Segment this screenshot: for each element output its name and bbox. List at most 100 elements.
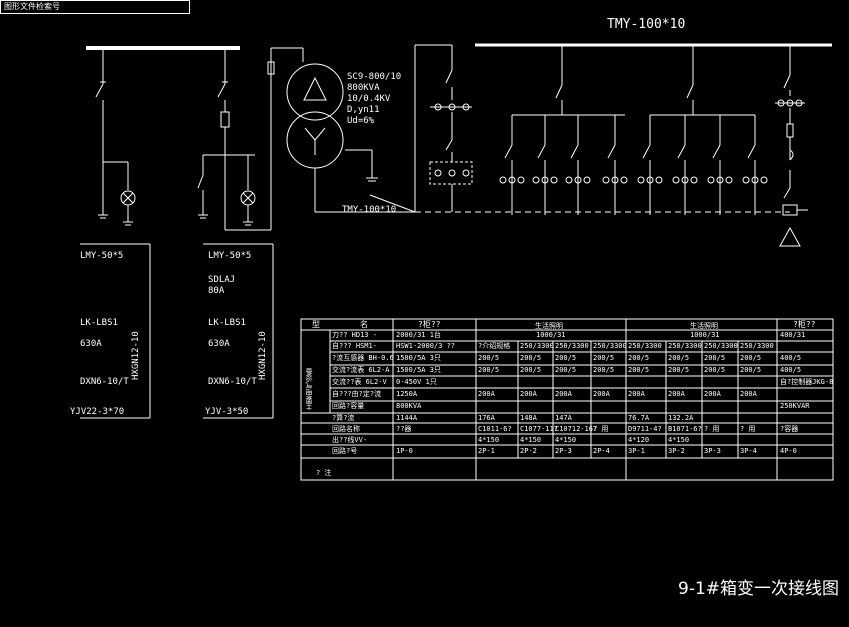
table-cell: 250/3300 (593, 342, 627, 350)
hv2-cabinet: HXGN12-10 (258, 331, 268, 380)
table-row-label: ? 注 (316, 469, 332, 477)
table-row-label: 刀?? HD13 - (332, 331, 377, 339)
table-cell-last: ?容器 (780, 425, 799, 433)
branch-6 (672, 115, 698, 215)
branch-5 (637, 115, 663, 215)
table-cell-main: 1500/5A 3只 (396, 366, 441, 374)
table-cell: 200/5 (520, 354, 542, 362)
branch-7 (707, 115, 733, 215)
table-cell-group2: 1000/31 (690, 331, 720, 339)
table-cell: 132.2A (668, 414, 694, 422)
table-cell: 200A (478, 390, 495, 398)
table-cell-group1: 1000/31 (536, 331, 566, 339)
table-cell-main: HSW1-2000/3 ?? (396, 342, 456, 350)
table-cell: 200/5 (478, 366, 500, 374)
table-cell: 3P-1 (628, 447, 645, 455)
table-cell: 200A (704, 390, 721, 398)
table-cell-last: 400/31 (780, 331, 806, 339)
table-cell: 2P-4 (593, 447, 610, 455)
hv-feeder-1 (95, 48, 136, 226)
table-cell: ? 用 (704, 425, 720, 433)
table-cell: 2P-2 (520, 447, 537, 455)
table-cell-main: 1250A (396, 390, 418, 398)
table-cell: 147A (555, 414, 572, 422)
hv-feeder-2 (197, 48, 271, 231)
table-cell: 200A (668, 390, 685, 398)
hv2-cable: LMY-50*5 (208, 251, 252, 261)
hv2-feeder: YJV-3*50 (205, 407, 249, 417)
table-row-label: 自???由?定?流 (332, 390, 382, 398)
branch-4 (602, 115, 628, 215)
capacitor-feeder (775, 45, 808, 247)
table-cell: 76.7A (628, 414, 650, 422)
table-cell-main: 1500/5A 3只 (396, 354, 441, 362)
table-cell-main: 1P-0 (396, 447, 413, 455)
table-row-label: 自??? HSM1- (332, 342, 377, 350)
table-cell: 200/5 (704, 354, 726, 362)
table-cell: ?介绍规格 (478, 342, 511, 350)
table-cell-last: 自?控制器JKG-8 (780, 378, 834, 386)
hv2-switch: LK-LBS1 (208, 318, 246, 328)
table-cell-last: 400/5 (780, 354, 802, 362)
table-cell: C10712-167 (555, 425, 598, 433)
table-head-group2: 生活照明 (690, 322, 718, 330)
table-head-name: 型 (312, 320, 320, 329)
table-cell: 200/5 (593, 366, 615, 374)
lv-incomer (369, 44, 790, 213)
table-cell: 200/5 (740, 366, 762, 374)
table-cell: C1077-117 (520, 425, 558, 433)
table-cell: 200A (628, 390, 645, 398)
hv2-fuse-type: SDLAJ (208, 275, 236, 285)
table-cell: 200/5 (555, 366, 577, 374)
table-head-col1: ?柜?? (418, 320, 441, 329)
hv1-rating: 630A (80, 339, 102, 349)
lv-busbar-label: TMY-100*10 (607, 17, 686, 32)
table-cell: 2P-1 (478, 447, 495, 455)
table-row-label: 回路?容量 (332, 402, 365, 410)
transformer-group: D,yn11 (347, 105, 380, 115)
table-cell-last: 4P-0 (780, 447, 797, 455)
table-cell: 148A (520, 414, 537, 422)
table-row-label: 回路?号 (332, 447, 358, 455)
transformer-capacity: 800KVA (347, 83, 380, 93)
drawing-index-tag: 图形文件检索号 (0, 0, 190, 14)
table-cell-main: 1144A (396, 414, 418, 422)
table-head-group1: 生活照明 (535, 322, 563, 330)
table-cell: ? 用 (740, 425, 756, 433)
table-cell: C1011-6? (478, 425, 512, 433)
table-cell: 176A (478, 414, 495, 422)
drawing-title: 9-1#箱变一次接线图 (678, 579, 840, 599)
table-cell: 200/5 (628, 354, 650, 362)
table-side-label: 主要电气设备 (305, 368, 313, 410)
table-cell: 4*150 (520, 436, 542, 444)
hv-panel-brackets (80, 243, 274, 419)
table-row-label: 交流?流表 6L2-A (332, 366, 390, 374)
table-cell: 200A (740, 390, 757, 398)
link-busbar-label: TMY-100*10 (342, 205, 397, 215)
table-cell: 200/5 (478, 354, 500, 362)
branch-8 (742, 115, 768, 215)
table-row-label: 交流??表 6L2-V (332, 378, 387, 386)
table-cell: 3P-4 (740, 447, 757, 455)
table-cell-main: ??器 (396, 425, 412, 433)
table-cell: 200/5 (593, 354, 615, 362)
table-row-label: 出??线VV- (332, 436, 368, 444)
drawing-index-text: 图形文件检索号 (4, 2, 60, 11)
table-cell-main: 800KVA (396, 402, 422, 410)
table-cell-main: 0-450V 1只 (396, 378, 437, 386)
table-cell: 250/3300 (555, 342, 589, 350)
table-cell: ? 用 (593, 425, 609, 433)
transformer-symbol (286, 63, 415, 213)
hv1-feeder: YJV22-3*70 (70, 407, 125, 417)
table-cell: 200/5 (668, 366, 690, 374)
table-cell: 200/5 (628, 366, 650, 374)
table-cell: 2P-3 (555, 447, 572, 455)
transformer-feed (267, 47, 304, 230)
table-cell: D9711-4? (628, 425, 662, 433)
branch-1 (499, 115, 525, 215)
hv1-switch: LK-LBS1 (80, 318, 118, 328)
table-row-label: ?算?流 (332, 414, 355, 422)
table-cell: 200/5 (520, 366, 542, 374)
table-cell: B1071-6? (668, 425, 702, 433)
